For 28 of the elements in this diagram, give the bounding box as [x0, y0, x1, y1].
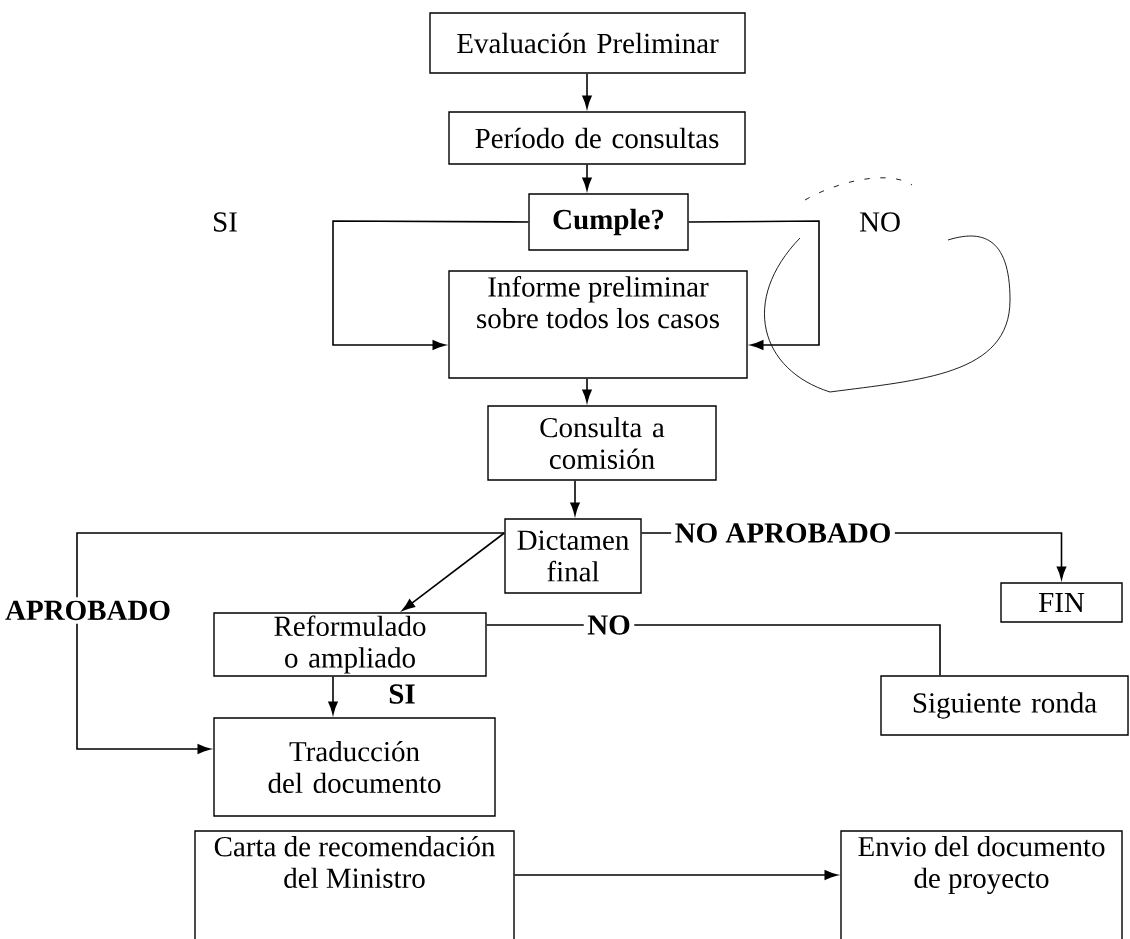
arrow	[570, 479, 580, 516]
edge-label: NO	[855, 208, 905, 236]
edge-label: SI	[208, 208, 242, 236]
arrow	[582, 72, 592, 109]
process-box: Informe preliminar sobre todos los casos	[448, 270, 748, 379]
arrow	[332, 220, 530, 350]
arrow	[513, 870, 838, 880]
edge-label: NO APROBADO	[671, 519, 895, 547]
arrow	[76, 532, 506, 754]
process-box: Carta de recomendación del Ministro	[194, 830, 515, 939]
process-box: Reformulado o ampliado	[213, 612, 487, 677]
process-box: Evaluación Preliminar	[429, 12, 746, 74]
process-box: Dictamen final	[504, 518, 642, 594]
process-box: Envio del documento de proyecto	[840, 830, 1123, 939]
process-box: Siguiente ronda	[880, 675, 1129, 736]
edge-label: SI	[384, 680, 420, 708]
arrow	[687, 220, 820, 350]
process-box: Cumple?	[528, 193, 689, 251]
process-box: Período de consultas	[448, 111, 746, 165]
arrow	[402, 532, 506, 611]
edge-label: APROBADO	[1, 597, 175, 624]
edge-label: NO	[583, 611, 635, 639]
process-box: FIN	[1000, 582, 1123, 623]
process-box: Consulta a comisión	[487, 405, 717, 481]
arrow	[582, 163, 592, 191]
arrow	[328, 675, 338, 715]
arrow	[582, 377, 592, 403]
process-box: Traducción del documento	[213, 717, 496, 817]
